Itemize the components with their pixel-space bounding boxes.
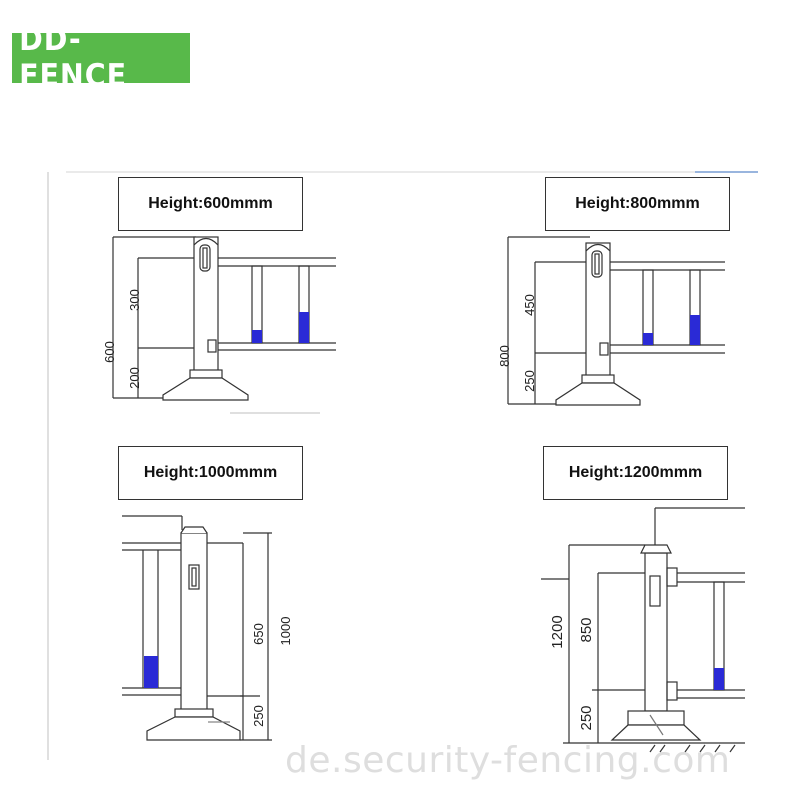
watermark: de.security-fencing.com [285,740,731,781]
drawing-800 [507,236,725,406]
dim-1000-lower: 250 [251,705,266,727]
title-height-1200: Height:1200mmm [543,446,728,500]
dim-800-total: 800 [497,345,512,367]
drawing-600 [112,236,336,414]
dim-1000-upper: 650 [251,623,266,645]
dim-1200-upper: 850 [578,617,595,642]
title-height-1000: Height:1000mmm [118,446,303,500]
dim-600-lower: 200 [127,367,142,389]
dim-600-total: 600 [102,341,117,363]
dim-800-upper: 450 [522,294,537,316]
dim-600-upper: 300 [127,289,142,311]
drawing-1200 [541,507,745,753]
dim-1200-total: 1200 [549,615,566,648]
drawing-1000 [122,515,272,741]
logo-text: DD-FENCE [19,22,127,94]
title-height-600: Height:600mmm [118,177,303,231]
title-height-800: Height:800mmm [545,177,730,231]
dim-1000-total: 1000 [278,617,293,646]
brand-logo: DD-FENCE [12,22,190,94]
dim-1200-lower: 250 [578,705,595,730]
dim-800-lower: 250 [522,370,537,392]
